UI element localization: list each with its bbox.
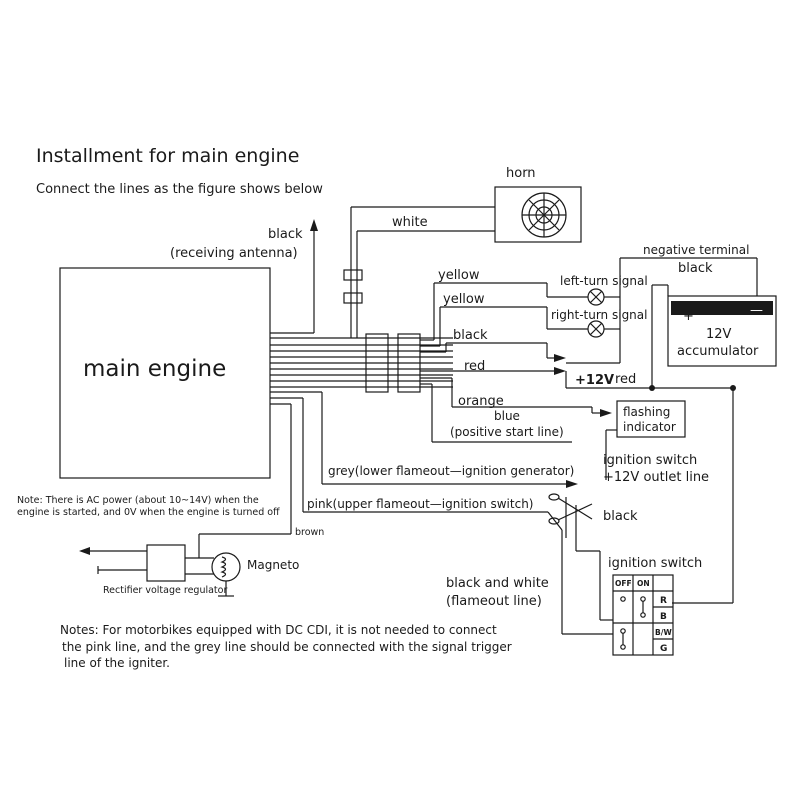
ac-note-line2: engine is started, and 0V when the engin…	[17, 507, 280, 518]
horn-white-wire	[343, 206, 495, 338]
battery-box	[667, 295, 777, 367]
horn-icon	[494, 186, 582, 243]
battery-name-line2: accumulator	[677, 344, 759, 359]
battery-name-line1: 12V	[706, 327, 732, 342]
blue-wire	[420, 383, 572, 443]
antenna	[270, 219, 318, 334]
ign-row-r: R	[660, 596, 667, 606]
harness-bundle	[270, 337, 453, 388]
magneto-label: Magneto	[247, 558, 299, 572]
ac-note-line1: Note: There is AC power (about 10~14V) w…	[17, 495, 259, 506]
brown-wire	[198, 403, 292, 558]
right-turn-lamp-icon	[587, 320, 605, 338]
ign-row-g: G	[660, 644, 667, 654]
battery-plus: +	[683, 309, 694, 324]
pink-wire	[270, 397, 563, 531]
main-engine-box	[59, 267, 271, 479]
black-wire	[420, 342, 620, 364]
ign-col-on: ON	[637, 579, 650, 588]
diagram-title: Installment for main engine	[36, 145, 299, 167]
turn-signal-ground	[604, 296, 621, 363]
notes-line3: line of the igniter.	[64, 656, 170, 670]
ign-switch-outlet-line1: ignition switch	[603, 453, 697, 468]
positive-start-label: (positive start line)	[450, 425, 564, 439]
connector-1	[365, 333, 389, 393]
flashing-line2: indicator	[623, 420, 676, 434]
yellow-wires	[420, 282, 588, 347]
ign-row-b: B	[660, 612, 667, 622]
connector-2	[397, 333, 421, 393]
negative-terminal-label: negative terminal	[643, 243, 749, 257]
yellow-1-label: yellow	[438, 268, 480, 283]
left-turn-lamp-icon	[587, 288, 605, 306]
battery-negative-wire	[619, 257, 758, 297]
white-wire-label: white	[392, 215, 428, 230]
blue-wire-label: blue	[494, 409, 520, 423]
flashing-line1: flashing	[623, 405, 670, 419]
rectifier-box	[79, 544, 214, 582]
brown-wire-label: brown	[295, 527, 324, 538]
notes-line2: the pink line, and the grey line should …	[62, 640, 512, 654]
flashing-indicator-box	[616, 400, 686, 438]
pink-wire-label: pink(upper flameout—ignition switch)	[307, 497, 533, 511]
main-engine-label: main engine	[83, 356, 226, 382]
ign-row-bw: B/W	[655, 628, 672, 637]
diagram-subtitle: Connect the lines as the figure shows be…	[36, 182, 323, 197]
cut-black-label: black	[603, 509, 638, 524]
orange-wire-label: orange	[458, 394, 504, 409]
battery-top-band	[671, 301, 773, 315]
plus12v-label: +12V	[575, 373, 614, 388]
battery-minus: —	[750, 303, 763, 318]
flashing-out-wire	[605, 429, 617, 480]
scissors-icon	[548, 493, 593, 538]
antenna-label: (receiving antenna)	[170, 246, 298, 261]
magneto-icon	[211, 552, 241, 597]
ign-switch-outlet-line2: +12V outlet line	[603, 470, 709, 485]
ignition-switch-title: ignition switch	[608, 556, 702, 571]
red-right-label: red	[615, 372, 636, 387]
orange-wire	[420, 377, 612, 417]
flameout-wire	[561, 505, 613, 635]
flameout-line1: black and white	[446, 576, 549, 591]
horn-label: horn	[506, 166, 536, 181]
notes-line1: Notes: For motorbikes equipped with DC C…	[60, 623, 497, 637]
black-wire-label: black	[453, 328, 488, 343]
left-turn-signal-label: left-turn signal	[560, 274, 648, 288]
ignition-switch-table	[612, 574, 674, 656]
ign-col-off: OFF	[615, 579, 632, 588]
flameout-line2: (flameout line)	[446, 594, 542, 609]
red-wire-label: red	[464, 359, 485, 374]
antenna-color-label: black	[268, 227, 303, 242]
battery-positive-wire	[649, 284, 736, 604]
yellow-2-label: yellow	[443, 292, 485, 307]
right-turn-signal-label: right-turn signal	[551, 308, 647, 322]
grey-wire	[270, 391, 578, 488]
grey-wire-label: grey(lower flameout—ignition generator)	[328, 464, 574, 478]
battery-black-label: black	[678, 261, 713, 276]
rectifier-label: Rectifier voltage regulator	[103, 585, 227, 596]
